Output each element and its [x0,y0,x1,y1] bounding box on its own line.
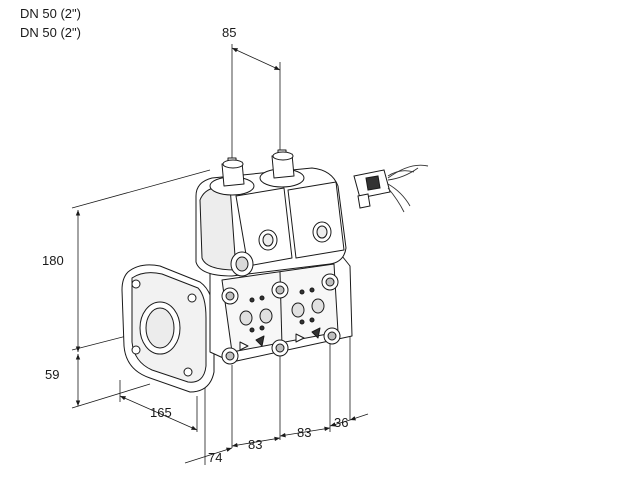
dim-module-2: 83 [297,425,311,440]
actuator-left [209,157,255,196]
title-line-2: DN 50 (2") [20,25,81,40]
dim-height-total: 180 [42,253,64,268]
actuator-right [259,149,305,188]
electrical-connector [353,164,429,213]
valve-block [209,255,353,365]
dim-height-center: 59 [45,367,59,382]
inlet-flange [121,264,215,393]
valve-assembly [121,149,353,393]
dim-offset-a: 74 [208,450,222,465]
dimension-lines [71,44,369,465]
title-line-1: DN 50 (2") [20,6,81,21]
dim-flange-depth: 165 [150,405,172,420]
dim-module-1: 83 [248,437,262,452]
solenoid-housing [195,167,347,277]
dim-end-offset: 36 [334,415,348,430]
dim-top-width: 85 [222,25,236,40]
